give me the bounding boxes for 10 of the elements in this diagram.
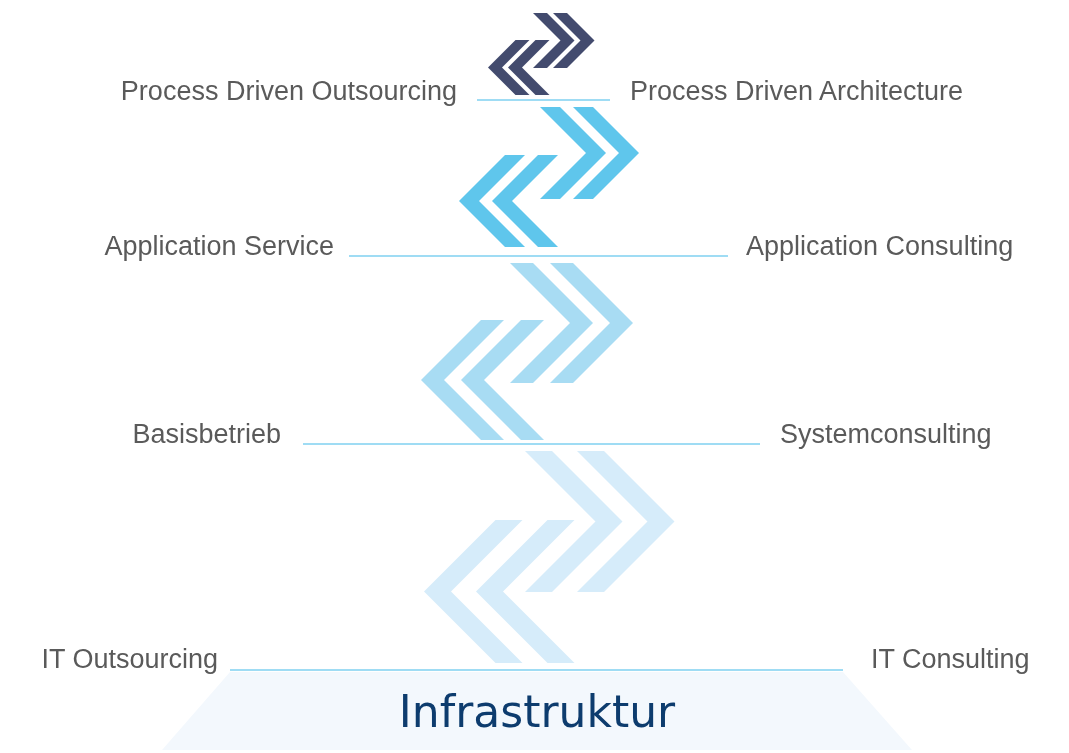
level-label: Basisbetrieb xyxy=(132,418,281,450)
level-label: Application Consulting xyxy=(746,230,1014,262)
level-label: Application Service xyxy=(104,230,334,262)
level-label: Systemconsulting xyxy=(780,418,992,450)
base-trapezoid xyxy=(162,672,912,750)
level-label: IT Consulting xyxy=(871,643,1030,675)
level-label: Process Driven Architecture xyxy=(630,75,964,107)
level-label: IT Outsourcing xyxy=(41,643,218,675)
base-title: Infrastruktur xyxy=(398,685,676,737)
level-label: Process Driven Outsourcing xyxy=(120,75,457,107)
